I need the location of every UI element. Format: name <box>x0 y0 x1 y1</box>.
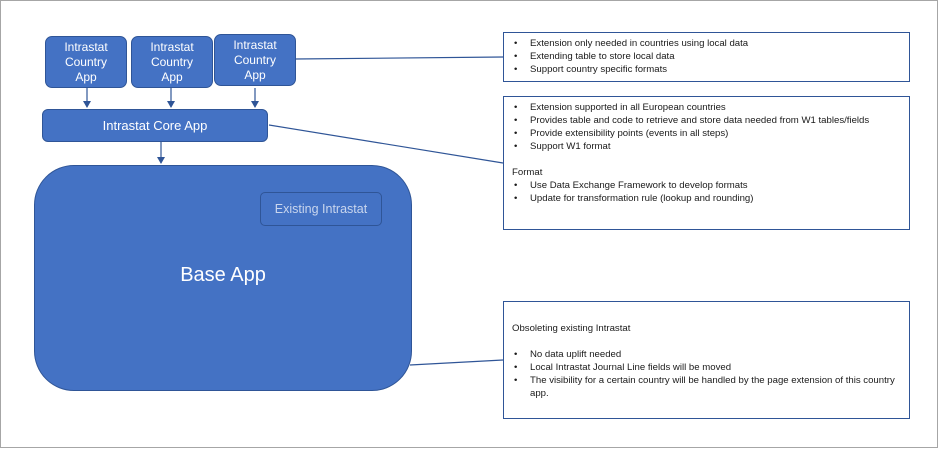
base-note-bullet: The visibility for a certain country wil… <box>512 374 901 400</box>
existing-intrastat-label: Existing Intrastat <box>274 202 368 216</box>
base-app-note: Obsoleting existing Intrastat No data up… <box>503 301 910 419</box>
line-base-to-note <box>409 359 504 366</box>
existing-intrastat-box: Existing Intrastat <box>260 192 382 226</box>
country-note-bullet: Support country specific formats <box>512 63 901 76</box>
core-app-label: Intrastat Core App <box>102 118 208 133</box>
line-core-to-note <box>268 124 504 164</box>
base-app-label: Base App <box>180 264 266 286</box>
country-note-bullet: Extending table to store local data <box>512 50 901 63</box>
core-note-format-heading: Format <box>512 167 543 178</box>
core-note-format-bullet: Update for transformation rule (lookup a… <box>512 192 901 205</box>
country-note-bullet: Extension only needed in countries using… <box>512 37 901 50</box>
base-note-bullet: Local Intrastat Journal Line fields will… <box>512 361 901 374</box>
country-app-note: Extension only needed in countries using… <box>503 32 910 82</box>
core-note-format-bullet: Use Data Exchange Framework to develop f… <box>512 179 901 192</box>
line-country-to-note <box>294 56 504 60</box>
base-note-heading: Obsoleting existing Intrastat <box>512 323 631 334</box>
intrastat-core-app-box: Intrastat Core App <box>42 109 268 142</box>
core-note-bullet: Provide extensibility points (events in … <box>512 127 901 140</box>
core-note-bullet: Support W1 format <box>512 140 901 153</box>
core-app-note: Extension supported in all European coun… <box>503 96 910 230</box>
base-note-bullet: No data uplift needed <box>512 348 901 361</box>
core-note-bullet: Provides table and code to retrieve and … <box>512 114 901 127</box>
core-note-bullet: Extension supported in all European coun… <box>512 101 901 114</box>
